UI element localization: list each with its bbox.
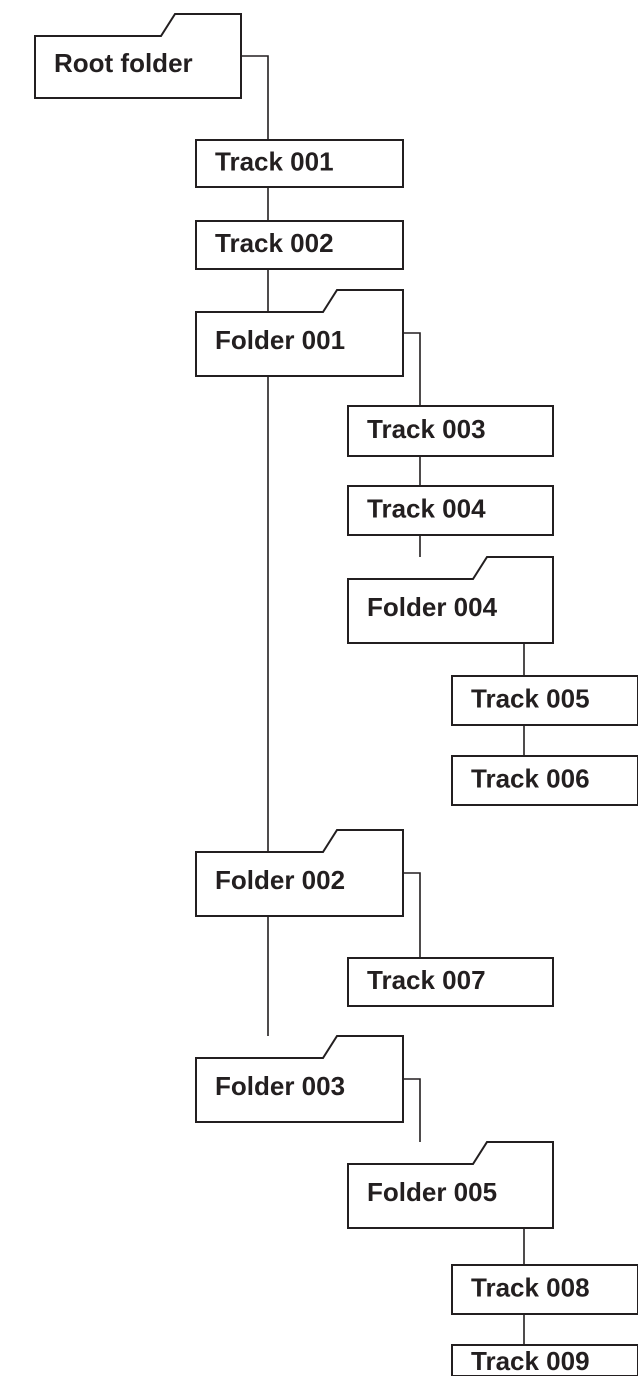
track-box [195, 139, 404, 188]
node-label: Track 007 [367, 965, 486, 995]
node-label: Track 001 [215, 146, 334, 176]
folder-icon [195, 289, 404, 377]
connector-f001 [403, 332, 421, 557]
folder-node-f004[interactable]: Folder 004 [347, 556, 554, 644]
folder-node-f005[interactable]: Folder 005 [347, 1141, 554, 1229]
connector-root [241, 55, 269, 1036]
track-node-t006[interactable]: Track 006 [451, 755, 638, 806]
node-label: Track 008 [471, 1272, 590, 1302]
node-label: Folder 003 [215, 1071, 345, 1101]
track-box [195, 220, 404, 270]
node-label: Folder 001 [215, 325, 345, 355]
track-node-t002[interactable]: Track 002 [195, 220, 404, 270]
track-node-t009[interactable]: Track 009 [451, 1344, 638, 1376]
node-label: Track 003 [367, 414, 486, 444]
folder-node-f003[interactable]: Folder 003 [195, 1035, 404, 1123]
node-label: Track 009 [471, 1346, 590, 1376]
folder-node-f001[interactable]: Folder 001 [195, 289, 404, 377]
node-label: Root folder [54, 48, 193, 78]
folder-icon [195, 829, 404, 917]
track-box [451, 675, 638, 726]
track-node-t003[interactable]: Track 003 [347, 405, 554, 457]
track-node-t005[interactable]: Track 005 [451, 675, 638, 726]
track-box [347, 485, 554, 536]
node-label: Folder 004 [367, 592, 498, 622]
track-node-t008[interactable]: Track 008 [451, 1264, 638, 1315]
connector-f002 [403, 872, 421, 958]
node-label: Track 002 [215, 228, 334, 258]
connector-f003 [403, 1078, 421, 1142]
node-label: Track 006 [471, 763, 590, 793]
track-node-t004[interactable]: Track 004 [347, 485, 554, 536]
folder-icon [195, 1035, 404, 1123]
track-box [347, 957, 554, 1007]
folder-node-root[interactable]: Root folder [34, 13, 242, 99]
track-node-t007[interactable]: Track 007 [347, 957, 554, 1007]
folder-icon [34, 13, 242, 99]
node-label: Folder 005 [367, 1177, 497, 1207]
track-box [451, 755, 638, 806]
folder-icon [347, 1141, 554, 1229]
track-node-t001[interactable]: Track 001 [195, 139, 404, 188]
node-label: Track 004 [367, 493, 486, 523]
node-label: Folder 002 [215, 865, 345, 895]
folder-icon [347, 556, 554, 644]
track-box [451, 1344, 638, 1376]
folder-node-f002[interactable]: Folder 002 [195, 829, 404, 917]
node-label: Track 005 [471, 683, 590, 713]
track-box [451, 1264, 638, 1315]
track-box [347, 405, 554, 457]
